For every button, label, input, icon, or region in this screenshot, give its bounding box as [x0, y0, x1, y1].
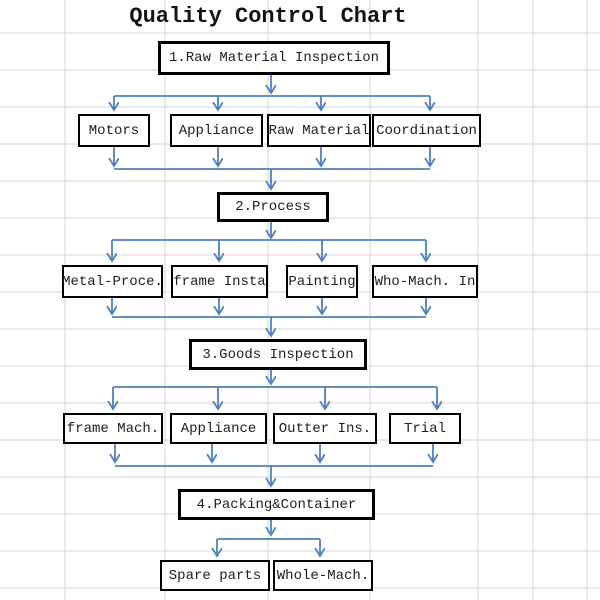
node-frame-installation[interactable]: frame Insta — [171, 265, 268, 298]
node-process[interactable]: 2.Process — [217, 192, 329, 222]
arrows-row2-to-stage3 — [112, 298, 426, 336]
node-whole-machine[interactable]: Whole-Mach. — [273, 560, 373, 591]
node-raw-material[interactable]: Raw Material — [267, 114, 371, 147]
node-appliance-2[interactable]: Appliance — [170, 413, 267, 444]
arrows-stage4-to-row4 — [217, 520, 320, 556]
node-outter-inspection[interactable]: Outter Ins. — [273, 413, 377, 444]
arrows-row3-to-stage4 — [115, 444, 433, 486]
node-raw-material-inspection[interactable]: 1.Raw Material Inspection — [158, 41, 390, 75]
arrows-stage2-to-row2 — [112, 222, 426, 261]
node-metal-processing[interactable]: Metal-Proce. — [62, 265, 163, 298]
node-frame-machine[interactable]: frame Mach. — [63, 413, 163, 444]
arrows-stage1-to-row1 — [114, 75, 430, 110]
node-spare-parts[interactable]: Spare parts — [160, 560, 270, 591]
node-whole-machine-inspection[interactable]: Who-Mach. In — [372, 265, 478, 298]
node-painting[interactable]: Painting — [286, 265, 358, 298]
node-motors[interactable]: Motors — [78, 114, 150, 147]
node-coordination[interactable]: Coordination — [372, 114, 481, 147]
node-appliance-1[interactable]: Appliance — [170, 114, 263, 147]
page-title: Quality Control Chart — [129, 4, 407, 29]
arrows-stage3-to-row3 — [113, 370, 437, 409]
node-trial[interactable]: Trial — [389, 413, 461, 444]
node-packing-container[interactable]: 4.Packing&Container — [178, 489, 375, 520]
node-goods-inspection[interactable]: 3.Goods Inspection — [189, 339, 367, 370]
arrows-row1-to-stage2 — [114, 147, 430, 189]
